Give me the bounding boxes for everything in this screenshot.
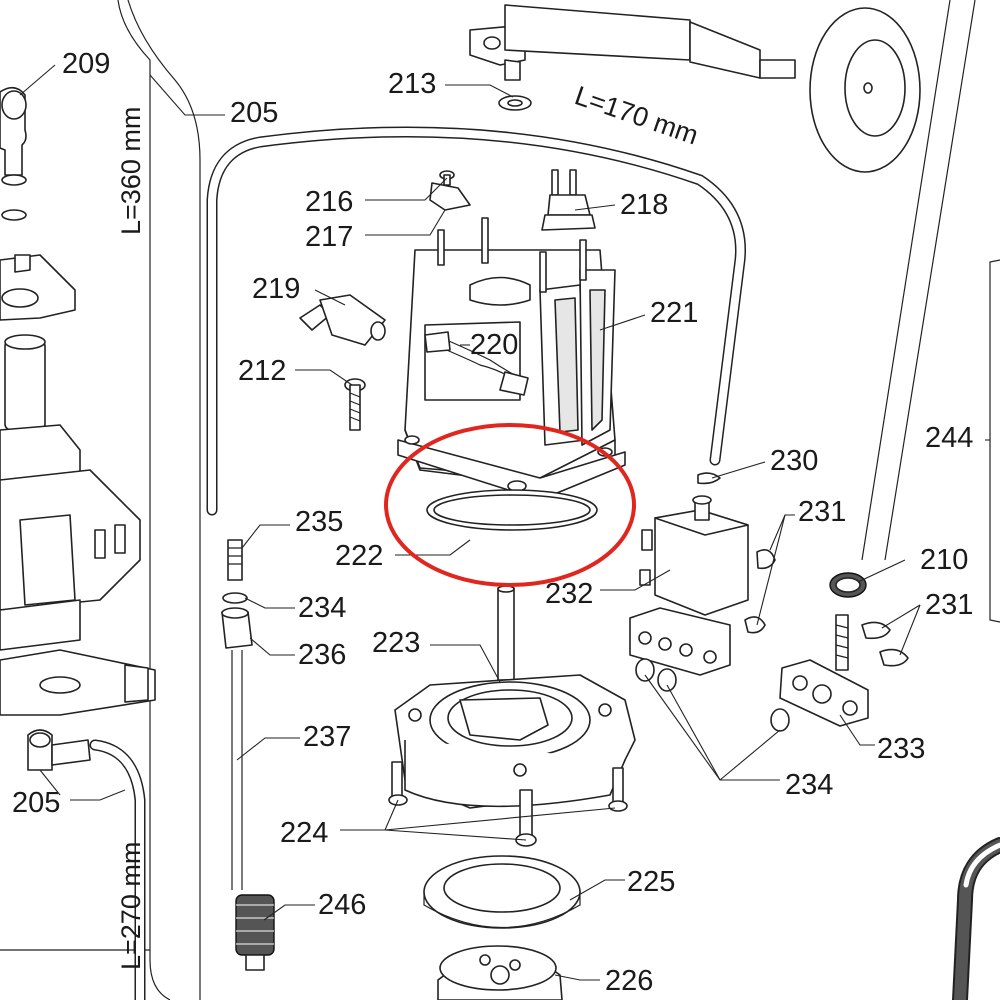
callout-230: 230 (770, 445, 818, 477)
callout-232: 232 (545, 578, 593, 610)
callout-226: 226 (605, 965, 653, 997)
callout-212: 212 (238, 355, 286, 387)
gasket-222 (426, 489, 598, 531)
callout-210: 210 (920, 544, 968, 576)
callout-221: 221 (650, 297, 698, 329)
callout-217: 217 (305, 221, 353, 253)
dimension-l360: L=360 mm (116, 107, 146, 235)
callout-246: 246 (318, 889, 366, 921)
callout-209: 209 (62, 48, 110, 80)
dimension-l270: L=270 mm (116, 842, 146, 970)
callout-231-top: 231 (798, 496, 846, 528)
callout-222: 222 (335, 540, 383, 572)
callout-237: 237 (303, 721, 351, 753)
boiler-top (397, 217, 626, 501)
callout-234-left: 234 (298, 592, 346, 624)
callout-219: 219 (252, 273, 300, 305)
callout-233: 233 (877, 733, 925, 765)
dimension-l170: L=170 mm (571, 80, 702, 150)
group-head (388, 585, 636, 1001)
callout-205-bottom: 205 (12, 787, 60, 819)
callout-216: 216 (305, 186, 353, 218)
callout-224: 224 (280, 817, 328, 849)
leader-lines (19, 64, 990, 981)
callout-231-right: 231 (925, 589, 973, 621)
highlight-circle (384, 423, 636, 587)
callout-218: 218 (620, 189, 668, 221)
callout-213: 213 (388, 68, 436, 100)
left-tube-fittings (221, 539, 275, 971)
callout-223: 223 (372, 627, 420, 659)
top-valve-assembly (469, 4, 921, 173)
solenoid-valve (629, 495, 790, 732)
callout-225: 225 (627, 866, 675, 898)
callout-236: 236 (298, 639, 346, 671)
callout-205-top: 205 (230, 97, 278, 129)
small-parts-top (299, 169, 721, 485)
callout-220: 220 (470, 329, 518, 361)
pump-assembly (0, 86, 156, 771)
callout-235: 235 (295, 506, 343, 538)
callout-244: 244 (925, 422, 973, 454)
connector-block (779, 572, 909, 727)
callout-234-bottom: 234 (785, 769, 833, 801)
